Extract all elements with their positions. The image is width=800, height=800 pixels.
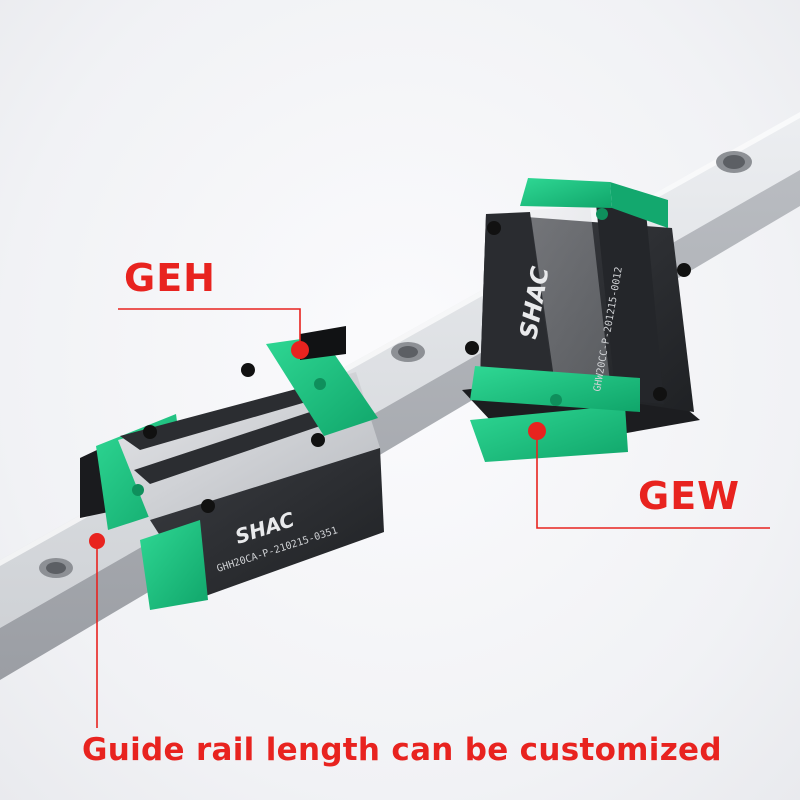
rail-mounting-hole (39, 558, 73, 578)
gew-label: GEW (638, 474, 741, 518)
rail-length-caption: Guide rail length can be customized (82, 732, 722, 768)
rail-mounting-hole (391, 342, 425, 362)
rail-mounting-hole (716, 151, 752, 173)
callout-geh-pointer (118, 308, 309, 359)
callout-rail-pointer (89, 533, 105, 728)
callout-gew-pointer (528, 422, 770, 529)
geh-label: GEH (124, 256, 216, 300)
carriage-geh: SHAC GHH20CA-P-210215-0351 (80, 326, 384, 610)
carriage-gew: SHAC GHW20CC-P-201215-0012 (462, 178, 700, 462)
